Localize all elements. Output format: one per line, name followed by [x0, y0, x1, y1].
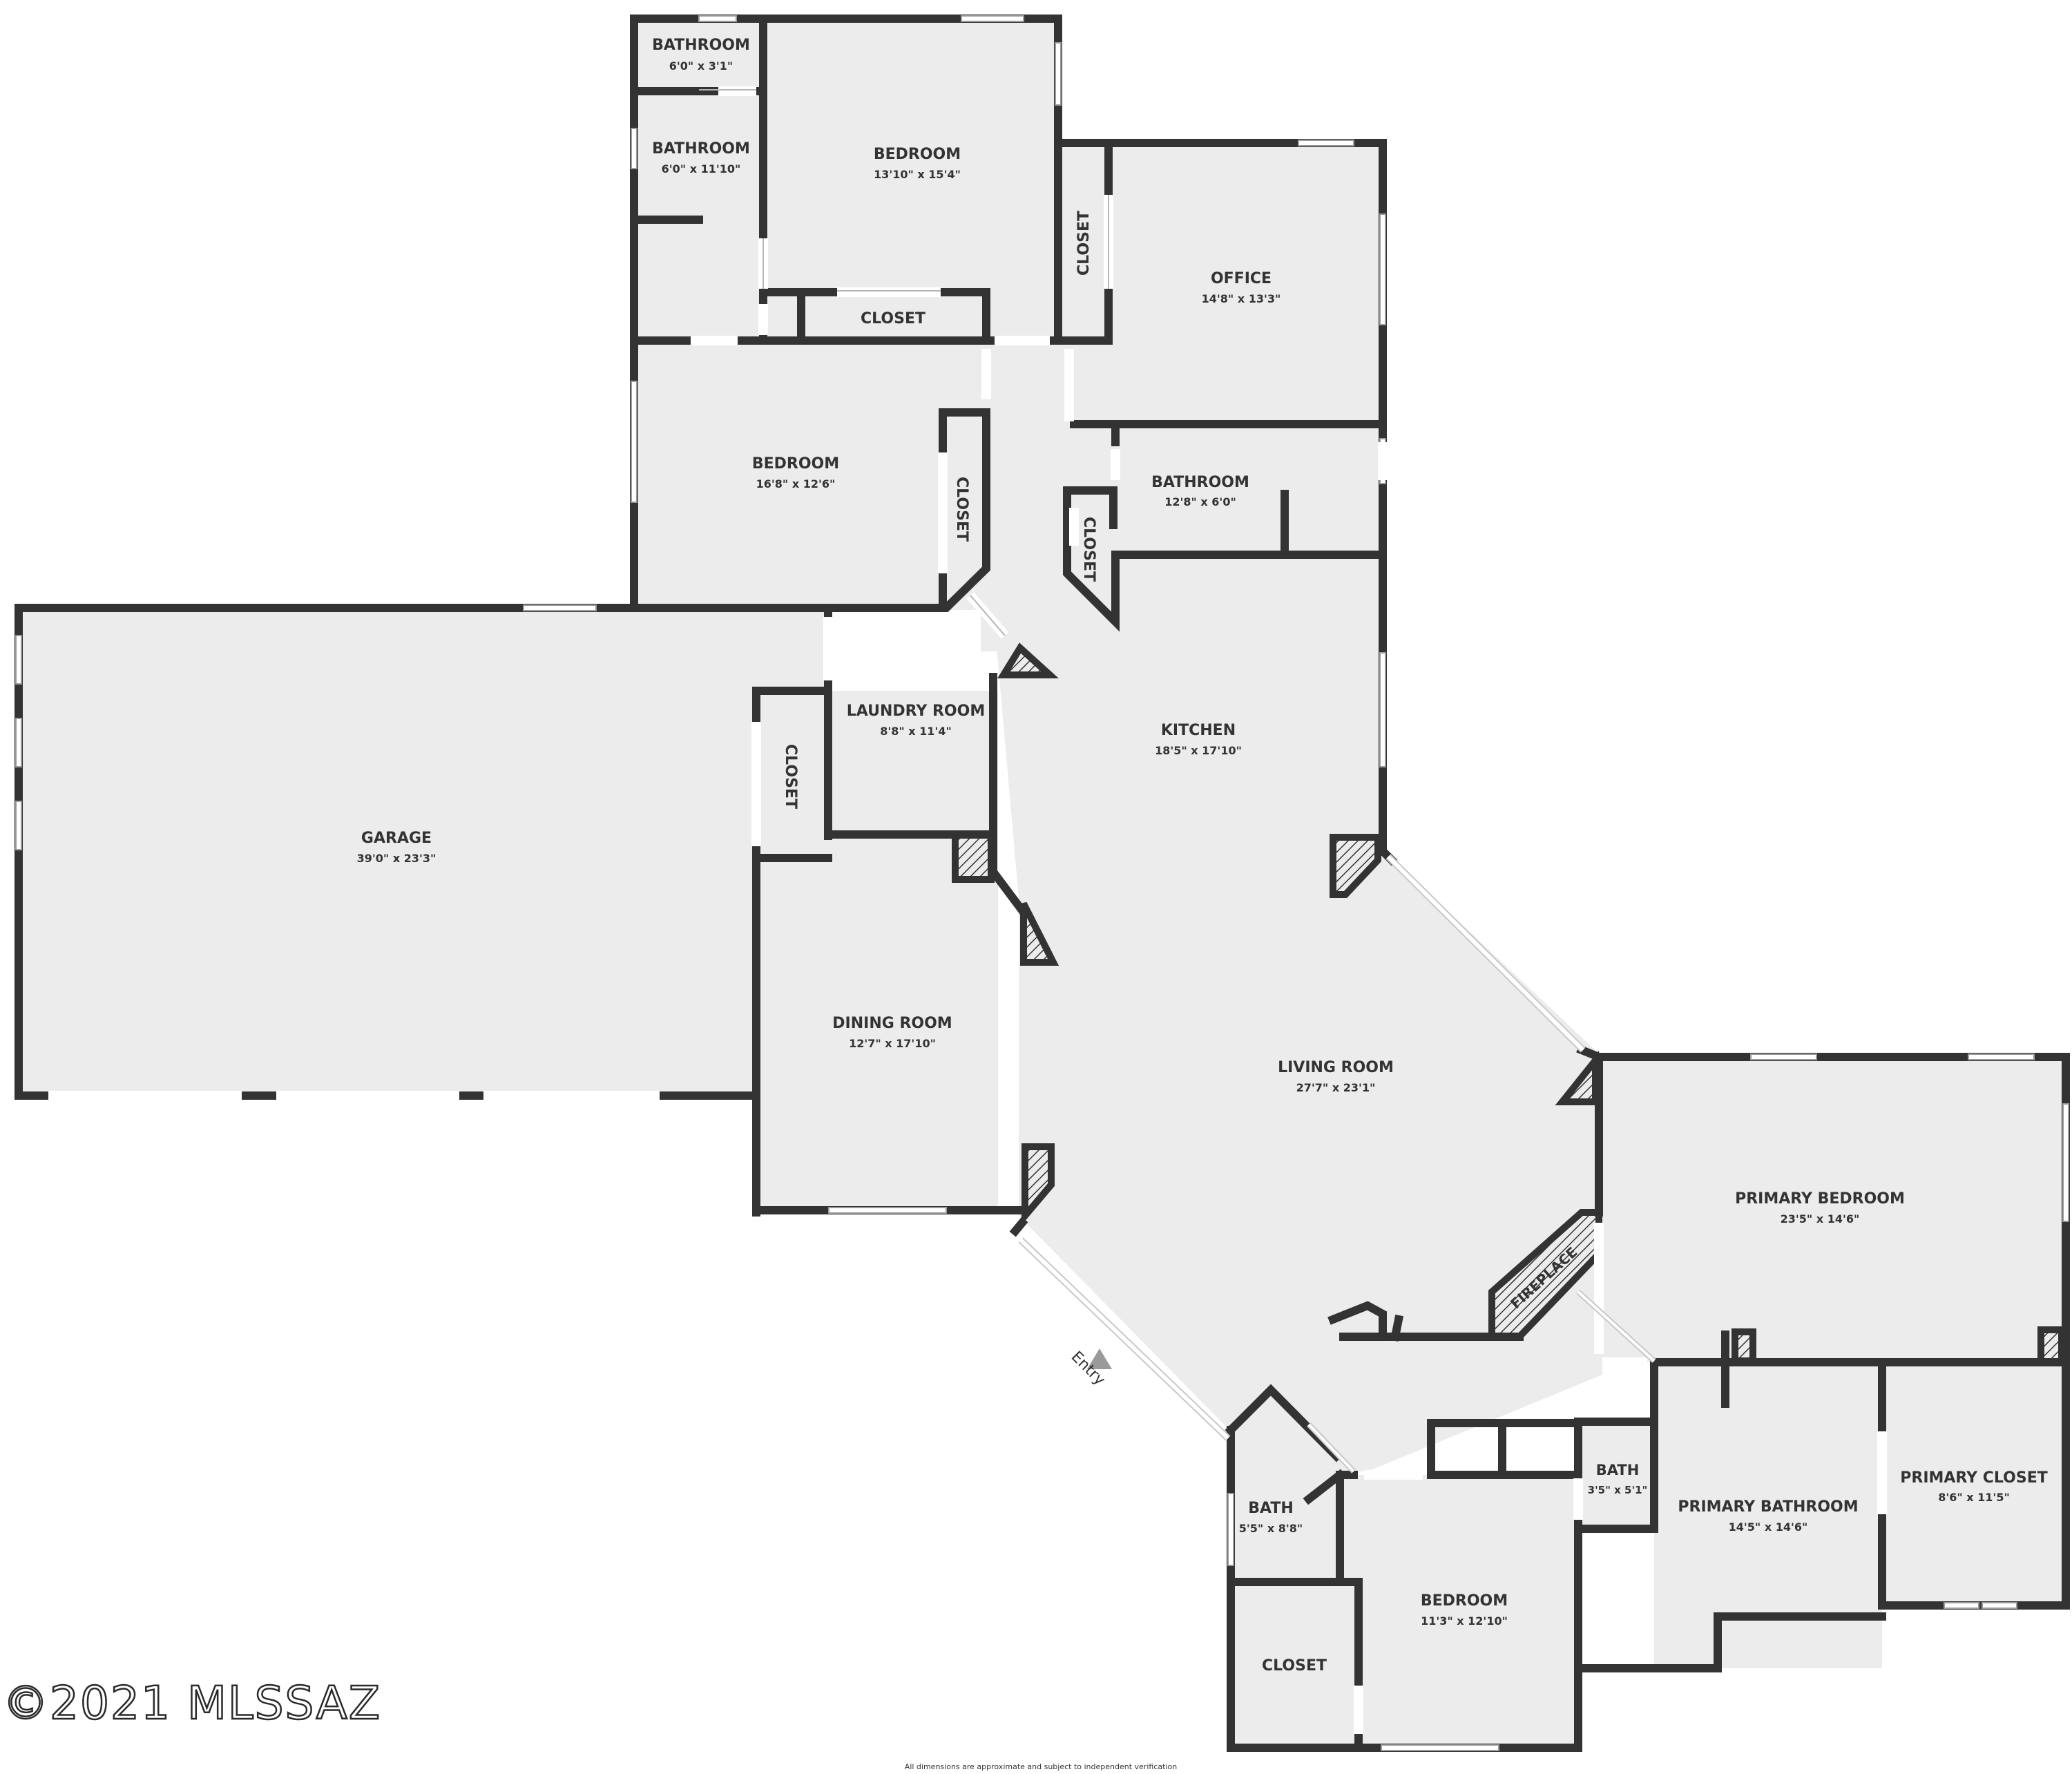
room-name: PRIMARY BEDROOM [1735, 1190, 1905, 1208]
room-bathroom-hall: BATHROOM 12'8" x 6'0" [1151, 474, 1249, 508]
room-dims: 6'0" x 3'1" [669, 59, 733, 73]
room-name: BATHROOM [1151, 474, 1249, 491]
walls [15, 15, 2070, 1752]
entry-arrow-icon [1087, 1348, 1112, 1369]
room-name: PRIMARY BATHROOM [1678, 1498, 1858, 1516]
room-name: LAUNDRY ROOM [847, 703, 985, 720]
room-closet-bedroom-mid: CLOSET [953, 477, 970, 542]
room-dims: 11'3" x 12'10" [1421, 1614, 1508, 1628]
room-bedroom-bottom: BEDROOM 11'3" x 12'10" [1421, 1592, 1508, 1628]
room-closet-bottom: CLOSET [1262, 1657, 1327, 1675]
room-bathroom-2: BATHROOM 6'0" x 11'10" [652, 140, 750, 175]
room-name: GARAGE [361, 830, 432, 847]
room-name: PRIMARY CLOSET [1900, 1469, 2047, 1487]
room-closet-office: CLOSET [1075, 211, 1093, 276]
room-name: BEDROOM [752, 455, 839, 473]
room-dims: 27'7" x 23'1" [1296, 1081, 1376, 1094]
room-primary-bedroom: PRIMARY BEDROOM 23'5" x 14'6" [1735, 1190, 1905, 1225]
room-closet-laundry: CLOSET [782, 744, 799, 809]
room-name: BEDROOM [874, 146, 961, 163]
room-name: CLOSET [953, 477, 970, 542]
room-dims: 12'8" x 6'0" [1164, 495, 1236, 508]
room-bath-left: BATH 5'5" x 8'8" [1239, 1500, 1303, 1535]
room-dims: 6'0" x 11'10" [662, 162, 741, 175]
room-name: BATHROOM [652, 37, 750, 54]
room-bathroom-top: BATHROOM 6'0" x 3'1" [652, 37, 750, 73]
room-dims: 16'8" x 12'6" [756, 477, 836, 490]
room-dims: 14'5" x 14'6" [1729, 1520, 1808, 1534]
room-kitchen: KITCHEN 18'5" x 17'10" [1155, 722, 1242, 757]
room-name: CLOSET [1262, 1657, 1327, 1675]
room-dims: 14'8" x 13'3" [1202, 292, 1281, 305]
room-primary-closet: PRIMARY CLOSET 8'6" x 11'5" [1900, 1469, 2047, 1504]
room-closet-hall: CLOSET [1080, 517, 1097, 582]
room-bedroom-top: BEDROOM 13'10" x 15'4" [874, 146, 961, 181]
room-office: OFFICE 14'8" x 13'3" [1202, 270, 1281, 305]
room-bath-small: BATH 3'5" x 5'1" [1588, 1462, 1648, 1496]
room-laundry: LAUNDRY ROOM 8'8" x 11'4" [847, 703, 985, 738]
room-dims: 3'5" x 5'1" [1588, 1484, 1648, 1496]
room-name: BATHROOM [652, 140, 750, 158]
disclaimer: All dimensions are approximate and subje… [905, 1762, 1177, 1771]
room-bedroom-mid: BEDROOM 16'8" x 12'6" [752, 455, 839, 490]
room-living: LIVING ROOM 27'7" x 23'1" [1278, 1059, 1394, 1094]
room-dims: 18'5" x 17'10" [1155, 744, 1242, 757]
room-dims: 8'6" x 11'5" [1938, 1491, 2010, 1504]
room-name: DINING ROOM [832, 1015, 952, 1032]
room-dims: 12'7" x 17'10" [849, 1037, 936, 1050]
room-name: OFFICE [1211, 270, 1272, 287]
room-name: BEDROOM [1421, 1592, 1508, 1610]
room-dining: DINING ROOM 12'7" x 17'10" [832, 1015, 952, 1050]
room-name: CLOSET [782, 744, 799, 809]
room-closet-bedroom-top: CLOSET [861, 310, 925, 327]
room-dims: 5'5" x 8'8" [1239, 1522, 1303, 1535]
watermark: ©2021 MLSSAZ [3, 1677, 381, 1730]
room-name: CLOSET [1075, 211, 1093, 276]
room-name: BATH [1248, 1500, 1294, 1517]
entry-marker: Entry [1068, 1348, 1112, 1389]
room-name: BATH [1596, 1462, 1640, 1478]
room-name: KITCHEN [1161, 722, 1236, 739]
floor-areas [19, 19, 2066, 1748]
glass-walls [1018, 854, 1656, 1473]
room-dims: 13'10" x 15'4" [874, 168, 961, 181]
room-dims: 8'8" x 11'4" [880, 725, 952, 738]
room-dims: 23'5" x 14'6" [1781, 1212, 1860, 1225]
room-name: LIVING ROOM [1278, 1059, 1394, 1076]
room-dims: 39'0" x 23'3" [357, 852, 437, 865]
room-primary-bathroom: PRIMARY BATHROOM 14'5" x 14'6" [1678, 1498, 1858, 1534]
doorways [48, 86, 1887, 1734]
room-garage: GARAGE 39'0" x 23'3" [357, 830, 437, 865]
room-name: CLOSET [861, 310, 925, 327]
windows [15, 15, 2069, 1751]
room-name: CLOSET [1080, 517, 1097, 582]
